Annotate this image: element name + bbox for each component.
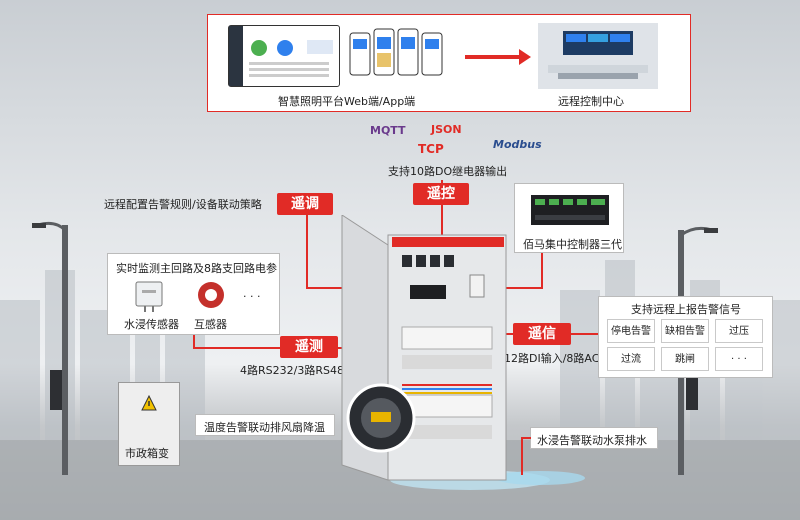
connector-line: [441, 180, 443, 240]
more-ellipsis: · · ·: [243, 290, 261, 303]
transformer-label: 互感器: [194, 318, 227, 331]
json-logo: JSON: [431, 123, 462, 136]
mqtt-logo: MQTT: [370, 124, 406, 137]
temperature-alarm-box: 温度告警联动排风扇降温: [195, 414, 335, 436]
controller-box: 佰马集中控制器三代: [514, 183, 624, 253]
alarm-item: 停电告警: [607, 319, 655, 343]
street-lamp-left: [32, 221, 68, 475]
rs-caption: 4路RS232/3路RS485: [240, 364, 351, 377]
alarm-panel: 支持远程上报告警信号 停电告警 缺相告警 过压 过流 跳闸 · · ·: [598, 296, 773, 378]
exhaust-fan-image: [346, 383, 416, 453]
platform-caption: 智慧照明平台Web端/App端: [278, 95, 416, 108]
web-dashboard-image: [228, 25, 340, 87]
alarm-item: · · ·: [715, 347, 763, 371]
connector-line: [306, 212, 308, 287]
remote-config-caption: 远程配置告警规则/设备联动策略: [104, 198, 262, 211]
alarm-item: 跳闸: [661, 347, 709, 371]
control-center-image: [538, 23, 658, 89]
remote-config-tag: 遥调: [277, 193, 333, 215]
control-center-caption: 远程控制中心: [558, 95, 624, 108]
connector-line: [193, 334, 195, 348]
controller-caption: 佰马集中控制器三代: [523, 238, 622, 251]
tcp-logo: TCP: [418, 142, 444, 156]
alarm-item: 缺相告警: [661, 319, 709, 343]
connector-line: [541, 235, 543, 287]
monitor-panel-title: 实时监测主回路及8路支回路电参: [116, 262, 277, 275]
remote-signal-tag: 遥信: [513, 323, 571, 345]
connector-line: [560, 333, 598, 335]
mobile-app-screens-image: [349, 28, 443, 76]
modbus-logo: Modbus: [493, 138, 542, 151]
top-panel: 智慧照明平台Web端/App端 远程控制中心: [207, 14, 691, 112]
arrow-right-icon: [465, 49, 531, 65]
controller-device-image: [531, 195, 609, 225]
remote-control-tag: 遥控: [413, 183, 469, 205]
water-caption: 水浸告警联动水泵排水: [537, 434, 647, 447]
alarm-panel-title: 支持远程上报告警信号: [631, 303, 741, 316]
temperature-caption: 温度告警联动排风扇降温: [204, 421, 325, 434]
relay-output-caption: 支持10路DO继电器输出: [388, 165, 508, 178]
monitor-panel: 实时监测主回路及8路支回路电参 · · · 水浸传感器 互感器: [107, 253, 280, 335]
transformer-icon: [198, 282, 224, 308]
warning-icon: [141, 395, 157, 411]
city-box-cabinet: 市政箱变: [118, 382, 180, 466]
water-alarm-box: 水浸告警联动水泵排水: [530, 427, 658, 449]
water-sensor-icon: [135, 281, 163, 312]
water-sensor-label: 水浸传感器: [124, 318, 179, 331]
alarm-item: 过压: [715, 319, 763, 343]
di-caption: 12路DI输入/8路ACI: [504, 352, 603, 365]
connector-line: [521, 437, 523, 475]
remote-measure-tag: 遥测: [280, 336, 338, 358]
alarm-item: 过流: [607, 347, 655, 371]
connector-line: [521, 437, 531, 439]
city-box-caption: 市政箱变: [125, 447, 169, 460]
